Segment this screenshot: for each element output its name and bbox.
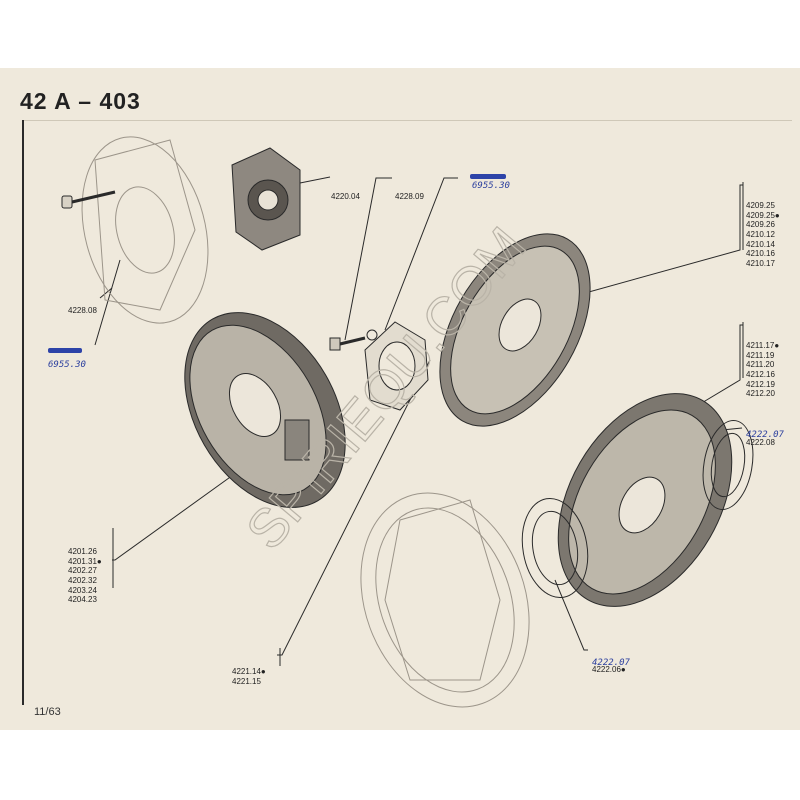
leader-fix	[384, 177, 458, 331]
leader-left-fix	[94, 259, 121, 346]
strike-mark	[470, 174, 506, 179]
handwritten-bottom-gasket: 4222.07	[592, 658, 630, 668]
handwritten-left-fix: 6955.30	[48, 360, 86, 370]
screw-part	[329, 329, 378, 351]
label-bolt: 4228.08	[68, 306, 97, 316]
leader-drum	[112, 469, 241, 561]
drum-faint	[360, 492, 530, 708]
label-cover: 4220.04	[331, 192, 360, 202]
drum-assembly	[184, 312, 346, 508]
cover-part	[231, 147, 301, 251]
gasket-right-part	[702, 419, 754, 511]
page-number: 11/63	[34, 706, 61, 718]
backing-plate-2	[557, 393, 733, 607]
backing-plate-faint	[81, 136, 209, 324]
gasket-part	[364, 321, 429, 411]
handwritten-gasket-right: 4222.07	[746, 430, 784, 440]
leader-screw	[344, 177, 392, 341]
leader-plate	[559, 184, 743, 301]
label-screw: 4228.09	[395, 192, 424, 202]
label-gasket-right: 4222.08	[746, 438, 775, 448]
label-bottom-screw: 4221.14●4221.15	[232, 667, 266, 686]
bolt-part	[61, 190, 116, 209]
leader-cover	[299, 176, 331, 184]
backing-plate	[439, 233, 591, 427]
handwritten-top-fix: 6955.30	[472, 181, 510, 191]
leader-plate2	[689, 324, 743, 411]
page-title: 42 A – 403	[20, 88, 141, 114]
strike-mark-left	[48, 348, 82, 353]
gasket-bottom-part	[521, 497, 589, 599]
page-frame-top	[22, 120, 792, 121]
leader-bottom-screw	[277, 359, 431, 656]
leader-bolt	[99, 287, 113, 299]
label-bottom-gasket: 4222.06●	[592, 665, 626, 675]
leader-bottom-gasket	[554, 579, 588, 651]
page-frame-left	[22, 120, 24, 705]
